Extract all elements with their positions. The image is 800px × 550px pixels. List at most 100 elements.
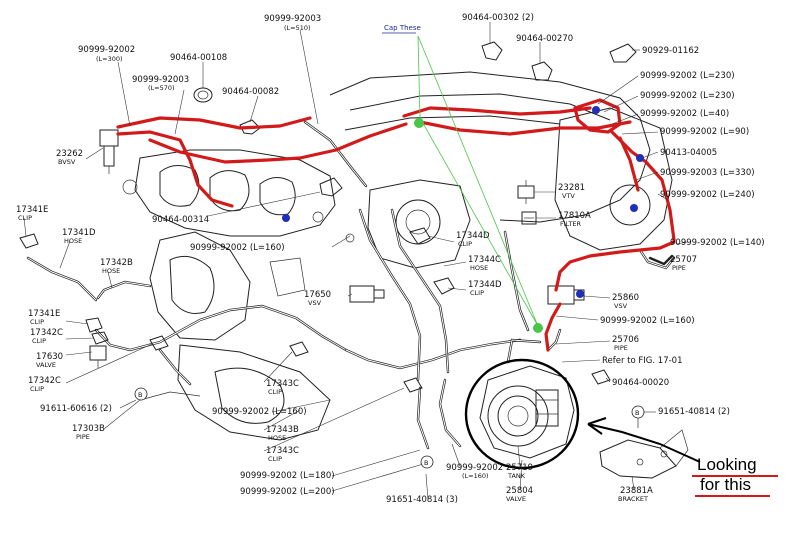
part-label: 90464-00020	[612, 378, 669, 388]
svg-text:B: B	[138, 391, 142, 399]
vtv-icon	[517, 180, 535, 204]
engine-outline	[122, 71, 673, 441]
part-label: 23262	[56, 149, 83, 159]
part-label: 90999-92002 (L=200)	[240, 487, 335, 497]
bracket-icon	[599, 429, 689, 479]
leader-lines	[23, 22, 689, 501]
part-label-sub: VSV	[308, 299, 322, 307]
part-label: 23281	[558, 183, 585, 193]
part-label-sub: TANK	[507, 472, 526, 480]
part-label: 91651-40814 (3)	[386, 495, 458, 505]
part-label-sub: PIPE	[76, 433, 90, 441]
part-label: 90999-92003	[132, 75, 189, 85]
part-label: 17650	[304, 290, 331, 300]
part-label: 90999-92002	[446, 463, 503, 473]
part-label-sub: (L=300)	[96, 55, 123, 63]
part-label-sub: HOSE	[64, 237, 82, 245]
part-label: 17344C	[468, 255, 501, 265]
callout-b-1: B	[134, 387, 148, 401]
cap-marker-icon	[533, 323, 543, 333]
vacuum-tank-assembly	[479, 328, 575, 459]
part-label-sub: BVSV	[58, 158, 76, 166]
part-label-sub: CLIP	[268, 388, 282, 396]
part-label-sub: FILTER	[560, 220, 581, 228]
part-label: 17343C	[266, 379, 299, 389]
clip-icon	[91, 331, 109, 345]
clip-icon	[319, 177, 343, 197]
part-label-sub: VALVE	[36, 361, 56, 369]
callout-b-3: B	[420, 455, 434, 469]
part-label: 90464-00314	[152, 215, 209, 225]
part-label: 90999-92002 (L=90)	[660, 127, 749, 137]
looking-for-this-annotation: Looking for this	[464, 358, 778, 497]
cap-these-annotation: Cap These	[382, 24, 543, 333]
callout-letters: B B B	[134, 387, 645, 469]
part-label: 90999-92002 (L=180)	[240, 471, 335, 481]
part-label: 90464-00270	[516, 34, 573, 44]
part-label: 25860	[612, 293, 639, 303]
part-label: 23881A	[620, 486, 653, 496]
clip-icon	[591, 369, 611, 385]
part-label: 90999-92003	[264, 14, 321, 24]
part-label-sub: CLIP	[268, 455, 282, 463]
part-label-sub: VALVE	[506, 495, 526, 503]
hose-clamp-icon	[193, 87, 213, 103]
arrow-head	[587, 417, 607, 435]
part-label: 17341E	[28, 309, 60, 319]
part-label-sub: VSV	[614, 302, 628, 310]
part-label: 90999-92002 (L=160)	[600, 316, 695, 326]
part-label: 91611-60616 (2)	[40, 404, 112, 414]
looking-note-line1: Looking	[697, 455, 757, 474]
clip-icon	[409, 227, 431, 245]
part-label: 90999-92002 (L=230)	[640, 71, 735, 81]
pipe-25707	[648, 254, 674, 266]
port-markers	[282, 106, 644, 298]
svg-text:B: B	[424, 459, 428, 467]
part-label-sub: CLIP	[458, 240, 472, 248]
part-label: 25706	[612, 335, 639, 345]
part-label: 90999-92003 (L=330)	[660, 168, 755, 178]
part-label: 91651-40814 (2)	[658, 407, 730, 417]
part-label-sub: PIPE	[614, 344, 628, 352]
part-label: 17343C	[266, 446, 299, 456]
clip-icon	[289, 341, 309, 357]
port-marker-icon	[282, 214, 290, 222]
part-label: 25804	[506, 486, 533, 496]
part-label-sub: BRACKET	[618, 495, 648, 503]
pointer-arrow	[587, 423, 701, 463]
part-label-sub: (L=510)	[284, 24, 311, 32]
part-label: 17343B	[266, 425, 299, 435]
part-label-sub: HOSE	[102, 267, 120, 275]
part-label-sub: CLIP	[30, 385, 44, 393]
highlight-circle	[464, 358, 580, 470]
part-label: 90464-00082	[222, 87, 279, 97]
part-label: 17342C	[30, 328, 63, 338]
part-label: 90413-04005	[660, 148, 717, 158]
clip-icon	[481, 41, 503, 61]
vsv-icon	[349, 285, 385, 303]
part-label: Refer to FIG. 17-01	[602, 356, 683, 366]
part-label-sub: PIPE	[672, 264, 686, 272]
part-label-sub: (L=160)	[462, 472, 489, 480]
part-label-sub: CLIP	[30, 318, 44, 326]
part-label: 25719	[506, 463, 533, 473]
bvsv-icon	[99, 129, 119, 174]
part-label-sub: HOSE	[268, 434, 286, 442]
part-label-sub: CLIP	[32, 337, 46, 345]
looking-note-line2: for this	[700, 475, 751, 494]
clip-icon	[239, 119, 261, 135]
valve-icon	[89, 345, 107, 368]
port-marker-icon	[592, 106, 600, 114]
port-marker-icon	[576, 290, 584, 298]
clip-icon	[149, 335, 169, 351]
part-label: 90999-92002 (L=230)	[640, 91, 735, 101]
highlighted-hoses	[116, 98, 676, 352]
svg-text:B: B	[635, 409, 639, 417]
part-label: 17303B	[72, 424, 105, 434]
part-label-sub: (L=570)	[148, 84, 175, 92]
part-label: 17344D	[456, 231, 490, 241]
part-label-sub: VTV	[562, 192, 575, 200]
cap-marker-icon	[414, 118, 424, 128]
